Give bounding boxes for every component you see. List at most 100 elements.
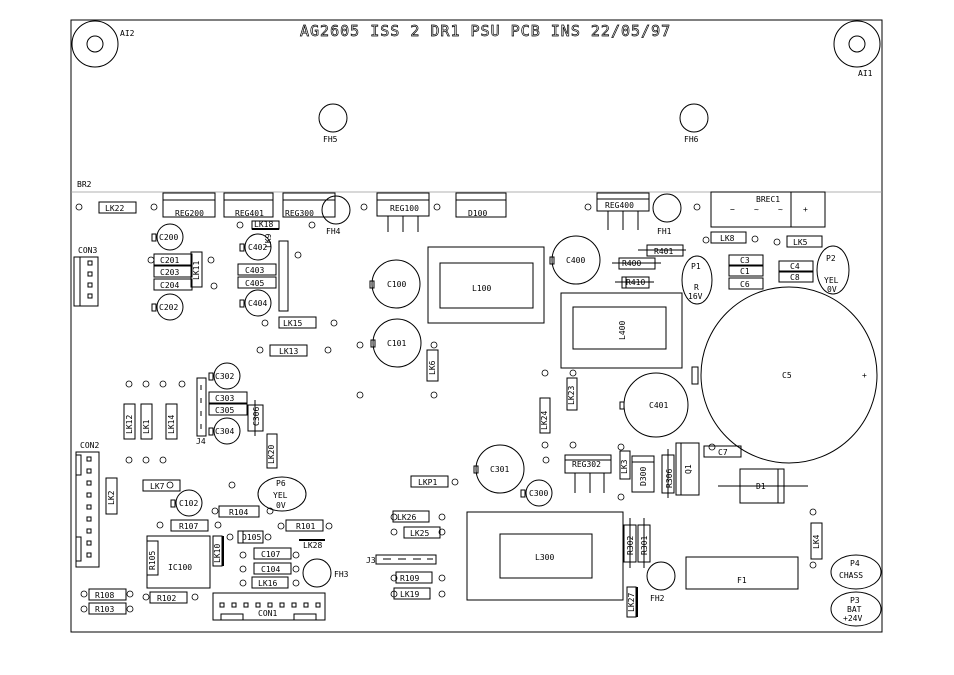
component-c7: C7 xyxy=(703,445,742,458)
component-lk5: LK5 xyxy=(786,235,823,248)
lk9-label: LK9 xyxy=(264,233,273,248)
p4-label: P4 xyxy=(850,559,860,568)
component-lk25: LK25 xyxy=(403,526,441,539)
component-c400: C400 xyxy=(549,235,601,285)
c3-label: C3 xyxy=(740,256,750,265)
mounting-hole-ai2: AI2 xyxy=(71,20,135,68)
component-c100: C100 xyxy=(369,259,421,309)
brec1-label: BREC1 xyxy=(756,195,780,204)
r102-label: R102 xyxy=(157,594,176,603)
lk13-label: LK13 xyxy=(279,347,298,356)
component-r108: R108 xyxy=(88,588,127,601)
component-r104: R104 xyxy=(218,505,260,518)
component-j4: J4 xyxy=(196,377,207,446)
lk4-label: LK4 xyxy=(812,534,821,549)
component-l400: L400 xyxy=(560,292,683,369)
r410-label: R410 xyxy=(626,278,645,287)
component-lk27: LK27 xyxy=(626,586,638,618)
c5-label: C5 xyxy=(782,371,792,380)
c203-label: C203 xyxy=(160,268,179,277)
lk24-label: LK24 xyxy=(540,411,549,430)
component-lk15: LK15 xyxy=(278,316,317,329)
c204-label: C204 xyxy=(160,281,179,290)
brec1-plus: + xyxy=(803,205,808,214)
fixing-hole-fh5: FH5 xyxy=(318,103,348,144)
component-lk10: LK10 xyxy=(212,535,224,567)
reg400-label: REG400 xyxy=(605,201,634,210)
lk2-label: LK2 xyxy=(107,490,116,505)
lk7-label: LK7 xyxy=(150,482,165,491)
lk5-label: LK5 xyxy=(793,238,808,247)
ai2-label: AI2 xyxy=(120,29,135,38)
component-c101: C101 xyxy=(370,318,422,368)
fh4-label: FH4 xyxy=(326,227,341,236)
c5-plus: + xyxy=(862,371,867,380)
board-title: AG2605 ISS 2 DR1 PSU PCB INS 22/05/97 xyxy=(300,22,671,40)
r108-label: R108 xyxy=(95,591,114,600)
lk11-label: LK11 xyxy=(192,261,201,280)
r302-label: R302 xyxy=(626,536,635,555)
fh2-label: FH2 xyxy=(650,594,665,603)
fixing-hole-fh1: FH1 xyxy=(652,193,682,236)
con1-label: CON1 xyxy=(258,609,277,618)
component-lk2: LK2 xyxy=(105,477,118,515)
fixing-hole-fh2: FH2 xyxy=(646,561,676,603)
r401-label: R401 xyxy=(654,247,673,256)
component-c202: C202 xyxy=(151,293,184,321)
f1-label: F1 xyxy=(737,576,747,585)
c304-label: C304 xyxy=(215,427,234,436)
lk18-label: LK18 xyxy=(254,220,273,229)
p6-sub2: 0V xyxy=(276,501,286,510)
l300-label: L300 xyxy=(535,553,554,562)
component-r105: R105 xyxy=(146,540,159,576)
component-c8: C8 xyxy=(778,271,814,283)
component-lk22: LK22 xyxy=(98,201,137,214)
mounting-hole-ai1: AI1 xyxy=(833,20,881,78)
c403-label: C403 xyxy=(245,266,264,275)
fixing-hole-fh4: FH4 xyxy=(321,195,351,236)
c8-label: C8 xyxy=(790,273,800,282)
component-r302: R302 xyxy=(623,518,637,568)
br2-label: BR2 xyxy=(77,180,92,189)
component-r306: R306 xyxy=(661,449,675,498)
component-c300: C300 xyxy=(520,479,553,507)
lk19-label: LK19 xyxy=(400,590,419,599)
component-lkp1: LKP1 xyxy=(410,475,449,488)
component-r301: R301 xyxy=(637,518,651,568)
lk16-label: LK16 xyxy=(258,579,277,588)
lk22-label: LK22 xyxy=(105,204,124,213)
component-d105: D105 xyxy=(237,530,264,544)
d1-label: D1 xyxy=(756,482,766,491)
brec1-ac2: ~ xyxy=(778,205,783,214)
component-c303: C303 xyxy=(208,391,248,404)
component-lk20: LK20 xyxy=(266,433,278,469)
c107-label: C107 xyxy=(261,550,280,559)
p3-sub1: BAT xyxy=(847,605,862,614)
component-c5: C5 + xyxy=(691,286,878,464)
component-c1: C1 xyxy=(728,265,764,277)
lk14-label: LK14 xyxy=(167,415,176,434)
c300-label: C300 xyxy=(529,489,548,498)
component-lk16: LK16 xyxy=(251,576,289,589)
c6-label: C6 xyxy=(740,280,750,289)
component-c403: C403 xyxy=(237,263,277,276)
ic100-label: IC100 xyxy=(168,563,192,572)
lk25-label: LK25 xyxy=(410,529,429,538)
component-c102: C102 xyxy=(170,489,203,517)
component-r401: R401 xyxy=(638,244,686,257)
lk15-label: LK15 xyxy=(283,319,302,328)
fixing-hole-fh6: FH6 xyxy=(679,103,709,144)
component-lk14: LK14 xyxy=(165,403,178,440)
component-r400: R400 xyxy=(612,257,661,270)
r109-label: R109 xyxy=(400,574,419,583)
p4-sub1: CHASS xyxy=(839,571,863,580)
component-c201: C201 xyxy=(153,253,193,266)
lkp1-label: LKP1 xyxy=(418,478,437,487)
component-reg200: REG200 xyxy=(162,192,216,218)
con2-label: CON2 xyxy=(80,441,99,450)
component-r102: R102 xyxy=(149,591,188,604)
lk12-label: LK12 xyxy=(125,415,134,434)
reg302-label: REG302 xyxy=(572,460,601,469)
component-lk1: LK1 xyxy=(140,403,153,440)
